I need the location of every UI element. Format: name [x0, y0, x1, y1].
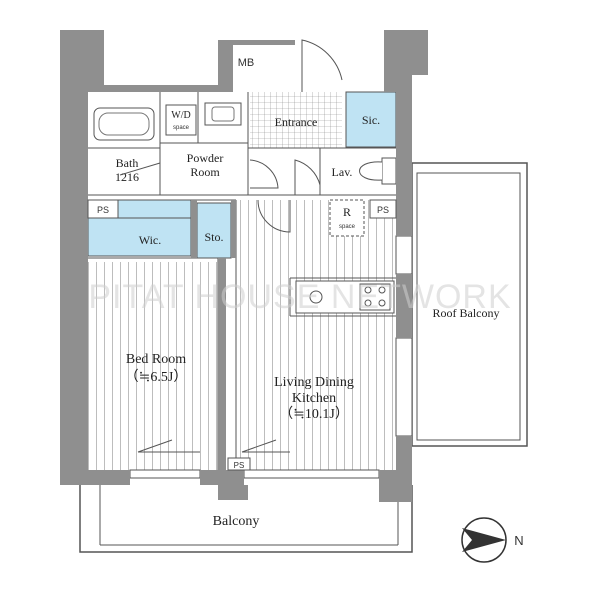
entrance-door [301, 39, 343, 92]
compass: N [461, 517, 524, 563]
label-bath: Bath [116, 156, 139, 170]
label-sic: Sic. [362, 113, 380, 127]
doors [119, 39, 343, 233]
toilet [359, 157, 397, 185]
wd-space-box [165, 104, 197, 136]
label-ldk-size: （≒10.1J） [279, 406, 349, 422]
label-bath-size: 1216 [115, 170, 139, 184]
label-ldk-2: Kitchen [292, 391, 336, 406]
label-ldk-1: Living Dining [274, 375, 354, 390]
label-ps-2: PS [377, 205, 389, 215]
label-entrance: Entrance [275, 115, 318, 129]
label-bed: Bed Room [126, 352, 186, 367]
bathtub [93, 107, 155, 141]
label-bed-size: （≒6.5J） [125, 369, 188, 385]
label-mb: MB [238, 57, 255, 69]
sto-storage [196, 202, 232, 259]
kitchen-counter [295, 280, 395, 314]
label-wd: W/D [171, 110, 190, 121]
ldk-door [257, 199, 291, 233]
label-r-sub: space [339, 224, 356, 230]
label-powder-2: Room [190, 165, 220, 179]
label-ps-1: PS [97, 205, 109, 215]
label-powder: Powder [187, 151, 224, 165]
label-sto: Sto. [204, 230, 223, 244]
walls [60, 30, 428, 502]
lav-door [294, 159, 321, 195]
bath-door [119, 162, 161, 176]
watermark-text: PITAT HOUSE NETWORK [88, 278, 511, 316]
label-lav: Lav. [332, 165, 353, 179]
storage-areas [87, 91, 397, 259]
sink-icon [309, 290, 323, 304]
label-r: R [343, 205, 351, 219]
refrigerator-space [329, 199, 365, 237]
north-arrow-icon [462, 528, 506, 552]
wic-upper-storage [117, 199, 192, 219]
washbasin [204, 102, 242, 126]
compass-north-label: N [514, 533, 523, 548]
label-wd-sub: space [173, 125, 190, 131]
label-balcony: Balcony [213, 514, 260, 529]
powder-door [249, 159, 279, 189]
label-roof-balcony: Roof Balcony [433, 306, 500, 320]
label-ps-3: PS [234, 461, 245, 470]
label-wic: Wic. [139, 233, 162, 247]
sic-storage [345, 91, 397, 148]
ps-boxes [87, 199, 397, 471]
bed-room-floor [88, 262, 218, 470]
entrance-floor [250, 92, 342, 148]
ldk-floor [236, 200, 396, 470]
